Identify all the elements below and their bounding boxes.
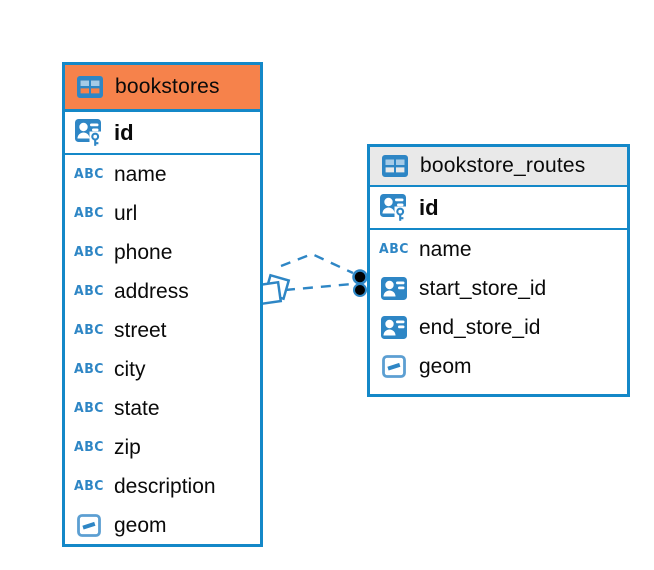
foreign-key-icon bbox=[378, 316, 410, 339]
column-row[interactable]: ABC address bbox=[65, 272, 260, 311]
column-name: start_store_id bbox=[419, 276, 547, 300]
foreign-key-icon bbox=[378, 277, 410, 300]
relationship-line[interactable] bbox=[280, 252, 354, 275]
text-type-icon: ABC bbox=[74, 438, 104, 455]
column-row[interactable]: id bbox=[370, 187, 627, 230]
geometry-type-icon bbox=[378, 355, 410, 378]
column-name: city bbox=[114, 357, 146, 381]
text-type-icon: ABC bbox=[74, 477, 104, 494]
column-name: geom bbox=[114, 513, 167, 537]
table-header[interactable]: bookstores bbox=[65, 65, 260, 112]
column-row[interactable]: ABC description bbox=[65, 467, 260, 506]
text-type-icon: ABC bbox=[74, 321, 104, 338]
column-row[interactable]: start_store_id bbox=[370, 269, 627, 308]
text-type-icon: ABC bbox=[74, 204, 104, 221]
column-name: id bbox=[114, 119, 134, 145]
column-name: geom bbox=[419, 354, 472, 378]
column-row[interactable]: ABC url bbox=[65, 194, 260, 233]
text-type-icon: ABC bbox=[74, 399, 104, 416]
table-title: bookstore_routes bbox=[420, 154, 586, 177]
text-type-icon: ABC bbox=[74, 165, 104, 182]
column-row[interactable]: ABC street bbox=[65, 311, 260, 350]
table-icon bbox=[379, 155, 411, 177]
column-row[interactable]: geom bbox=[65, 506, 260, 545]
table-icon bbox=[74, 76, 106, 98]
table-header[interactable]: bookstore_routes bbox=[370, 147, 627, 187]
column-row[interactable]: ABC zip bbox=[65, 428, 260, 467]
column-name: url bbox=[114, 201, 138, 225]
text-type-icon: ABC bbox=[74, 282, 104, 299]
diamond-marker[interactable] bbox=[257, 273, 291, 306]
table-title: bookstores bbox=[115, 75, 220, 98]
dot-marker[interactable] bbox=[352, 269, 368, 297]
column-row[interactable]: ABC phone bbox=[65, 233, 260, 272]
column-row[interactable]: ABC state bbox=[65, 389, 260, 428]
column-name: end_store_id bbox=[419, 315, 541, 339]
primary-key-icon bbox=[73, 118, 105, 147]
column-name: name bbox=[419, 237, 472, 261]
column-row[interactable]: ABC city bbox=[65, 350, 260, 389]
column-row[interactable]: geom bbox=[370, 347, 627, 386]
primary-key-icon bbox=[378, 193, 410, 222]
relationship-line[interactable] bbox=[284, 282, 353, 292]
column-name: state bbox=[114, 396, 160, 420]
column-name: phone bbox=[114, 240, 173, 264]
column-name: id bbox=[419, 194, 439, 220]
column-name: description bbox=[114, 474, 216, 498]
column-row[interactable]: ABC name bbox=[65, 155, 260, 194]
column-name: zip bbox=[114, 435, 141, 459]
column-row[interactable]: ABC name bbox=[370, 230, 627, 269]
text-type-icon: ABC bbox=[74, 243, 104, 260]
geometry-type-icon bbox=[73, 514, 105, 537]
column-row[interactable]: end_store_id bbox=[370, 308, 627, 347]
text-type-icon: ABC bbox=[379, 240, 409, 257]
column-name: street bbox=[114, 318, 167, 342]
text-type-icon: ABC bbox=[74, 360, 104, 377]
column-row[interactable]: id bbox=[65, 112, 260, 155]
column-name: address bbox=[114, 279, 189, 303]
column-name: name bbox=[114, 162, 167, 186]
